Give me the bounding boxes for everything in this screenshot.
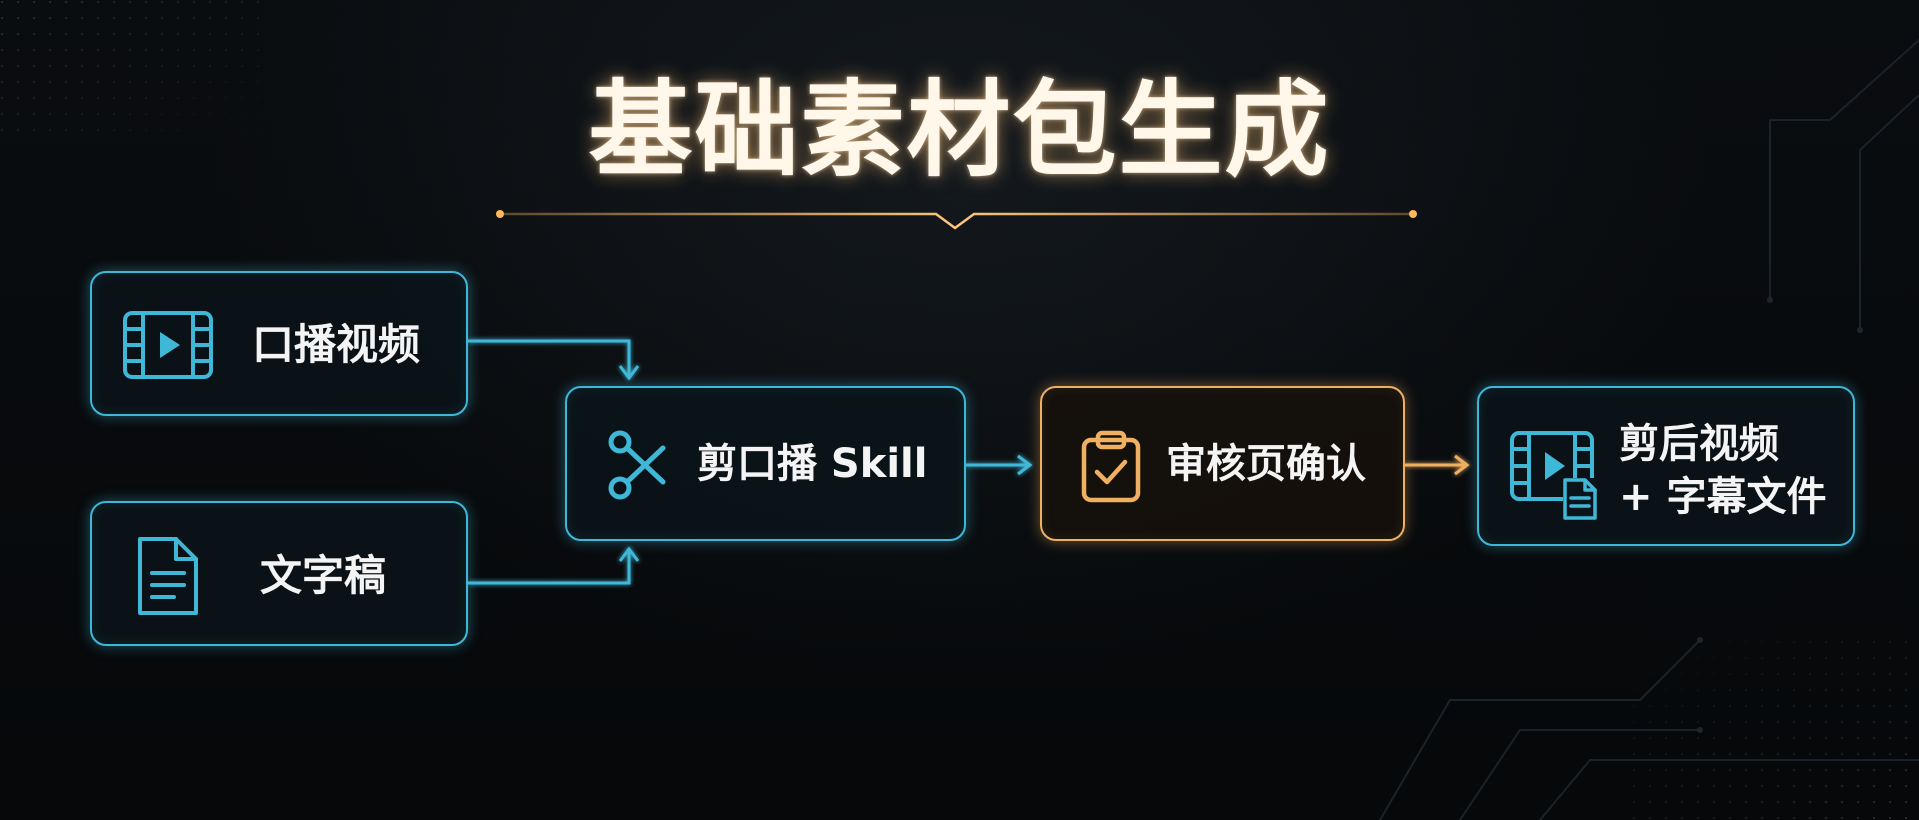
node-output-line1: 剪后视频 [1619,421,1779,467]
node-skill-label: 剪口播 Skill [697,441,928,487]
scissors-icon [608,430,666,500]
node-video-input: 口播视频 [90,271,468,416]
document-icon [138,537,198,615]
node-output-label: 剪后视频 + 字幕文件 [1619,418,1826,524]
film-document-icon [1510,431,1597,520]
node-output-line2: + 字幕文件 [1619,473,1827,520]
node-script-input-label: 文字稿 [260,551,387,600]
clipboard-check-icon [1081,430,1141,503]
node-review-label: 审核页确认 [1166,441,1366,487]
film-play-icon [123,311,213,379]
diagram-title: 基础素材包生成 [588,69,1331,191]
node-skill: 剪口播 Skill [565,386,966,541]
node-output: 剪后视频 + 字幕文件 [1477,386,1855,546]
node-review: 审核页确认 [1040,386,1405,541]
node-script-input: 文字稿 [90,501,468,646]
node-video-input-label: 口播视频 [252,320,421,369]
